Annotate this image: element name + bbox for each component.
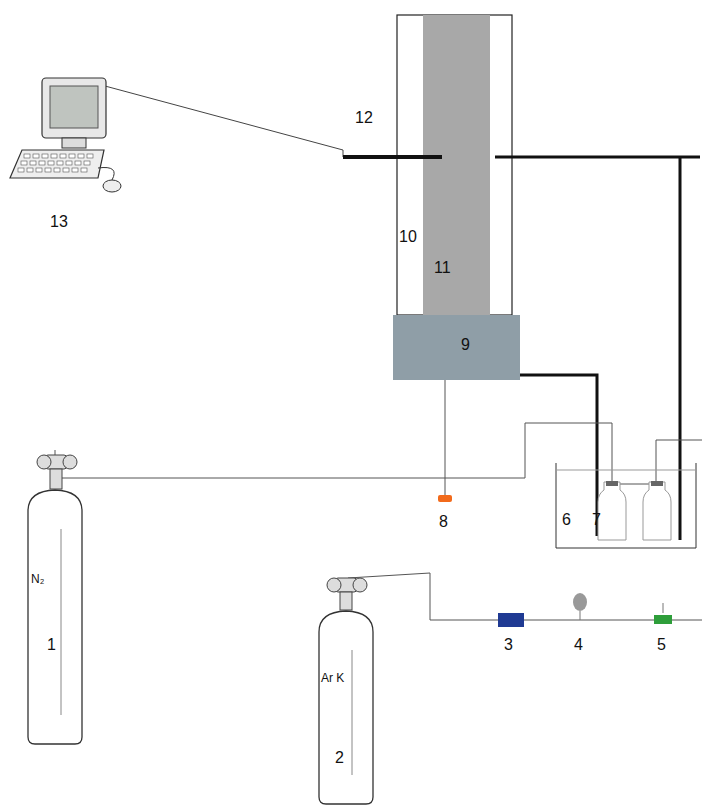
- cylinder-body: [28, 490, 82, 744]
- bottle-cap: [606, 481, 618, 486]
- pressure-gauge: [573, 593, 587, 611]
- valve: [438, 495, 452, 502]
- regulator-gauge: [63, 455, 77, 469]
- callout-number: 4: [574, 637, 583, 653]
- callout-number: 1: [47, 637, 56, 653]
- callout-number: 5: [657, 637, 666, 653]
- water-level: [556, 470, 696, 471]
- computer: [10, 78, 121, 192]
- heater-base: 9: [393, 315, 520, 380]
- cylinder-valve: [37, 455, 77, 489]
- box-fill: [393, 315, 520, 380]
- screen: [50, 86, 98, 128]
- gauge-stem: [580, 611, 581, 620]
- regulator-gauge: [327, 578, 341, 592]
- cylinder-body: [319, 611, 373, 804]
- regulator-gauge: [37, 455, 51, 469]
- key: [21, 161, 27, 165]
- column-packing: [423, 15, 490, 315]
- mouse-cable: [98, 168, 114, 181]
- key: [75, 161, 81, 165]
- key: [33, 154, 39, 158]
- outlet-pipe: [679, 157, 682, 540]
- regulator-gauge: [353, 578, 367, 592]
- key: [78, 154, 84, 158]
- flow-meter: [498, 613, 524, 627]
- outlet-pipe: [495, 156, 700, 159]
- key: [66, 161, 72, 165]
- callout-number: 7: [592, 512, 601, 528]
- keyboard: [10, 150, 104, 178]
- key: [51, 154, 57, 158]
- node-outline: [318, 610, 374, 805]
- valve-neck: [340, 592, 352, 610]
- gas-cylinder: Ar K 2: [318, 610, 374, 805]
- gas-pipe: [520, 375, 597, 536]
- key: [84, 161, 90, 165]
- key: [27, 168, 33, 172]
- valve-neck: [50, 469, 62, 489]
- argon-line: [348, 573, 702, 620]
- water-bath: [556, 463, 696, 548]
- keys: [18, 154, 93, 172]
- node-label: N₂: [31, 573, 44, 585]
- key: [69, 154, 75, 158]
- node-outline: [393, 315, 520, 380]
- callout-number: 11: [434, 260, 451, 276]
- node-outline: [27, 489, 83, 745]
- key: [72, 168, 78, 172]
- key: [36, 168, 42, 172]
- cylinder-highlight: [352, 650, 353, 775]
- key: [81, 168, 87, 172]
- key: [57, 161, 63, 165]
- valve-stem: [663, 603, 664, 613]
- bottle-link: [656, 440, 702, 484]
- key: [54, 168, 60, 172]
- cylinder-highlight: [61, 529, 62, 715]
- monitor: [42, 78, 106, 138]
- mouse: [103, 180, 121, 192]
- key: [63, 168, 69, 172]
- key: [87, 154, 93, 158]
- callout-number: 2: [335, 750, 344, 766]
- key: [42, 154, 48, 158]
- callout-number: 3: [504, 637, 513, 653]
- key: [18, 168, 24, 172]
- node-label: Ar K: [321, 672, 344, 684]
- key: [24, 154, 30, 158]
- callout-number: 10: [399, 229, 417, 245]
- gas-cylinder: N₂ 1: [27, 489, 83, 745]
- bottle-cap: [651, 481, 663, 486]
- key: [39, 161, 45, 165]
- nitrogen-line: [55, 423, 612, 484]
- node-label: 9: [461, 337, 470, 353]
- key: [45, 168, 51, 172]
- signal-wire: [105, 86, 343, 157]
- valve: [654, 615, 672, 624]
- callout-number: 12: [355, 110, 373, 126]
- callout-number: 6: [562, 512, 571, 528]
- callout-number: 8: [439, 514, 448, 530]
- key: [48, 161, 54, 165]
- cylinder-valve: [327, 578, 367, 610]
- thermocouple: [343, 155, 442, 159]
- callout-number: 13: [50, 214, 68, 230]
- key: [30, 161, 36, 165]
- key: [60, 154, 66, 158]
- column-tube: [397, 15, 512, 315]
- monitor-stand: [62, 138, 86, 148]
- bottle: [598, 482, 626, 540]
- bottle: [643, 482, 671, 540]
